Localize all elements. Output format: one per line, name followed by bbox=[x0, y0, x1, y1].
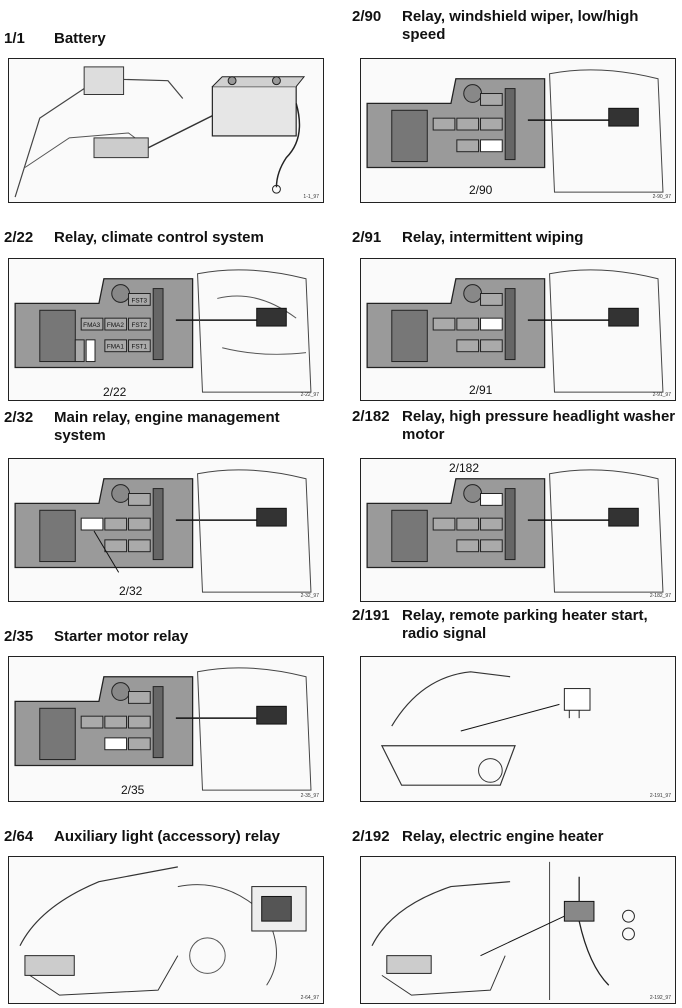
entry-title: Relay, electric engine heater bbox=[402, 828, 604, 845]
entry-title: Main relay, engine management system bbox=[54, 409, 280, 444]
figure-ref: 2-35_97 bbox=[300, 793, 319, 799]
label-fma2: FMA2 bbox=[107, 322, 124, 329]
entry-title: Auxiliary light (accessory) relay bbox=[54, 828, 280, 845]
fusebox-diagram-2-22: FST3 FST2 FST1 FMA2 FMA1 FMA3 2/22 2-22_… bbox=[8, 258, 324, 401]
figure-ref: 2-182_97 bbox=[649, 593, 671, 599]
callout-label: 2/32 bbox=[119, 584, 143, 598]
fusebox-diagram-2-90: 2/90 2-90_97 bbox=[360, 58, 676, 203]
figure-ref: 1-1_97 bbox=[303, 194, 319, 200]
engine-heater-relay-illustration: 2-192_97 bbox=[360, 856, 676, 1004]
battery-illustration: 1-1_97 bbox=[8, 58, 324, 203]
entry-title: Starter motor relay bbox=[54, 628, 189, 645]
entry-number: 2/182 bbox=[352, 408, 390, 425]
fusebox-diagram-2-35: 2/35 2-35_97 bbox=[8, 656, 324, 802]
callout-label: 2/91 bbox=[469, 383, 493, 397]
figure-ref: 2-32_97 bbox=[300, 593, 319, 599]
label-fst3: FST3 bbox=[131, 297, 147, 304]
label-fma1: FMA1 bbox=[107, 344, 124, 351]
entry-number: 2/192 bbox=[352, 828, 390, 845]
label-fma3: FMA3 bbox=[83, 322, 100, 329]
entry-number: 2/22 bbox=[4, 229, 34, 246]
figure-ref: 2-90_97 bbox=[652, 194, 671, 200]
figure-ref: 2-91_97 bbox=[652, 392, 671, 398]
entry-title: Relay, intermittent wiping bbox=[402, 229, 584, 246]
figure-ref: 2-22_97 bbox=[300, 392, 319, 398]
figure-ref: 2-64_97 bbox=[300, 995, 319, 1001]
callout-label: 2/90 bbox=[469, 183, 493, 197]
entry-title: Relay, climate control system bbox=[54, 229, 264, 246]
entry-number: 2/35 bbox=[4, 628, 34, 645]
entry-number: 2/191 bbox=[352, 607, 390, 624]
entry-number: 2/91 bbox=[352, 229, 382, 246]
entry-title: Relay, high pressure headlight washer mo… bbox=[402, 408, 676, 443]
entry-title: Relay, windshield wiper, low/high speed bbox=[402, 8, 639, 43]
entry-number: 2/32 bbox=[4, 409, 34, 426]
entry-title: Battery bbox=[54, 30, 106, 47]
auxiliary-relay-illustration: 2-64_97 bbox=[8, 856, 324, 1004]
fusebox-diagram-2-182: 2/182 2-182_97 bbox=[360, 458, 676, 602]
entry-number: 2/90 bbox=[352, 8, 382, 25]
entry-number: 1/1 bbox=[4, 30, 25, 47]
figure-ref: 2-192_97 bbox=[649, 995, 671, 1001]
callout-label: 2/35 bbox=[121, 783, 145, 797]
parking-heater-relay-illustration: 2-191_97 bbox=[360, 656, 676, 802]
fusebox-diagram-2-32: 2/32 2-32_97 bbox=[8, 458, 324, 602]
callout-label: 2/182 bbox=[449, 461, 480, 475]
figure-ref: 2-191_97 bbox=[649, 793, 671, 799]
label-fst1: FST1 bbox=[131, 344, 147, 351]
entry-title: Relay, remote parking heater start, radi… bbox=[402, 607, 648, 642]
callout-label: 2/22 bbox=[103, 385, 127, 399]
fusebox-diagram-2-91: 2/91 2-91_97 bbox=[360, 258, 676, 401]
entry-number: 2/64 bbox=[4, 828, 34, 845]
label-fst2: FST2 bbox=[131, 322, 147, 329]
